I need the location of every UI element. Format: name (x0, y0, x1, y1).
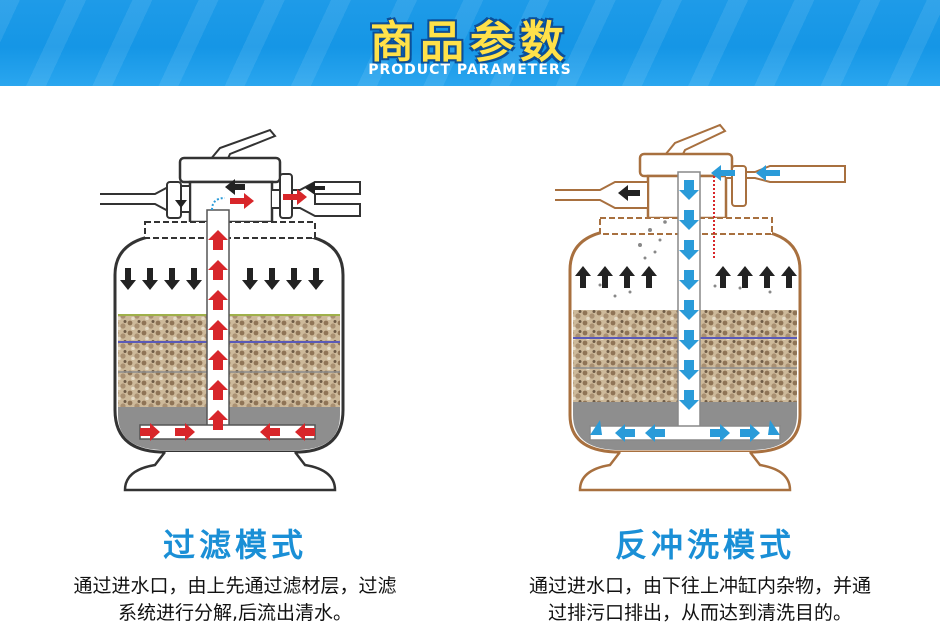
downflow-arrows (679, 180, 699, 410)
downflow-arrows (120, 268, 324, 290)
inlet-pipe-right (726, 165, 846, 183)
filter-desc-line2: 系统进行分解,后流出清水。 (117, 602, 353, 624)
upflow-arrows (208, 230, 228, 430)
banner-decoration (0, 0, 940, 86)
debris-particles (598, 220, 772, 298)
tank-base (123, 451, 337, 492)
backwash-desc-line2: 过排污口排出，从而达到清洗目的。 (547, 602, 852, 624)
bottom-outflow-arrows (590, 420, 780, 442)
backwash-desc-line1: 通过进水口，由下往上冲缸内杂物，并通 (528, 575, 871, 597)
upflow-arrows (575, 266, 797, 288)
backwash-mode-description: 通过进水口，由下往上冲缸内杂物，并通 过排污口排出，从而达到清洗目的。 (480, 573, 920, 627)
page-title: 商品参数 (370, 17, 570, 68)
bottom-inflow-arrows (140, 423, 315, 441)
page-subtitle: PRODUCT PARAMETERS (368, 62, 572, 78)
filter-desc-line1: 通过进水口，由上先通过滤材层，过滤 (73, 575, 397, 597)
backwash-mode-diagram (555, 123, 846, 492)
filter-mode-diagram (100, 128, 361, 492)
valve-head (178, 156, 282, 184)
filter-mode-title: 过滤模式 (162, 526, 307, 564)
header-banner: 商品参数 PRODUCT PARAMETERS (0, 0, 940, 86)
backwash-mode-title: 反冲洗模式 (614, 526, 795, 564)
filter-mode-description: 通过进水口，由上先通过滤材层，过滤 系统进行分解,后流出清水。 (15, 573, 455, 627)
tank-base (578, 451, 792, 492)
